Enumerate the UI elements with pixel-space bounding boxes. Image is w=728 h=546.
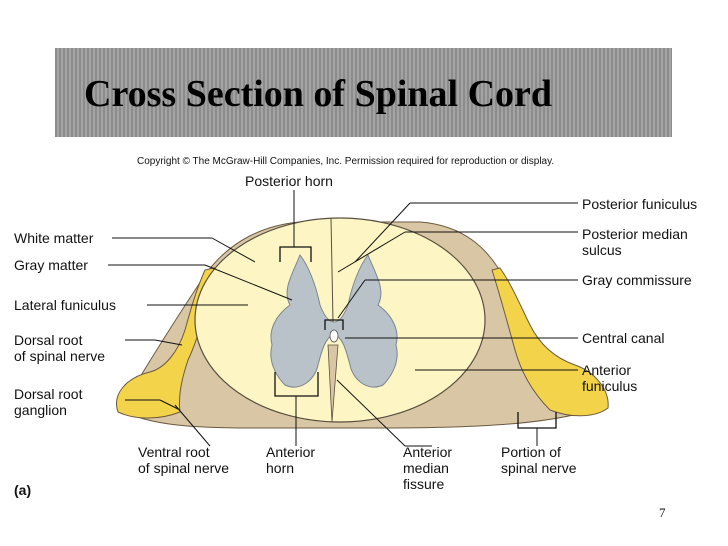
label-anterior-funiculus: Anterior funiculus: [582, 362, 637, 394]
central-canal: [329, 329, 339, 343]
figure-label: (a): [14, 482, 32, 498]
label-posterior-median-line1: Posterior median: [582, 226, 688, 242]
label-dorsal-ganglion-line1: Dorsal root: [14, 386, 83, 402]
label-white-matter: White matter: [14, 230, 94, 246]
label-dorsal-root-ganglion: Dorsal root ganglion: [14, 386, 82, 418]
slide-title: Cross Section of Spinal Cord: [84, 73, 553, 115]
label-anterior-funiculus-line1: Anterior: [582, 362, 632, 378]
label-anterior-median-fissure: Anterior median fissure: [403, 444, 452, 492]
title-bar: Cross Section of Spinal Cord: [55, 48, 672, 137]
label-central-canal: Central canal: [582, 330, 665, 346]
label-lateral-funiculus: Lateral funiculus: [14, 297, 116, 313]
label-dorsal-root-line2: of spinal nerve: [14, 348, 106, 364]
label-anterior-median-line3: fissure: [403, 476, 445, 492]
copyright-notice: Copyright © The McGraw-Hill Companies, I…: [137, 156, 555, 167]
label-portion-line2: spinal nerve: [501, 460, 577, 476]
label-ventral-root-line1: Ventral root: [138, 444, 210, 460]
label-gray-matter: Gray matter: [14, 257, 88, 273]
label-anterior-median-line2: median: [403, 460, 449, 476]
page-number: 7: [659, 505, 666, 520]
label-portion-line1: Portion of: [501, 444, 561, 460]
label-dorsal-ganglion-line2: ganglion: [14, 402, 67, 418]
label-posterior-funiculus: Posterior funiculus: [582, 196, 698, 212]
label-anterior-horn-line2: horn: [266, 460, 295, 476]
label-posterior-median-line2: sulcus: [582, 242, 622, 258]
label-anterior-horn: Anterior horn: [266, 444, 315, 476]
right-spinal-nerve: [491, 267, 609, 417]
label-dorsal-root: Dorsal root of spinal nerve: [14, 332, 105, 364]
label-portion-of-spinal-nerve: Portion of spinal nerve: [501, 444, 577, 476]
label-dorsal-root-line1: Dorsal root: [14, 332, 83, 348]
leader-lines: [108, 190, 578, 447]
gray-matter: [270, 254, 398, 388]
label-ventral-root-line2: of spinal nerve: [138, 460, 230, 476]
label-anterior-funiculus-line2: funiculus: [582, 378, 638, 394]
label-anterior-median-line1: Anterior: [403, 444, 453, 460]
label-posterior-horn: Posterior horn: [245, 173, 333, 189]
label-ventral-root: Ventral root of spinal nerve: [138, 444, 229, 476]
central-canal-bracket: [324, 319, 344, 330]
label-gray-commissure: Gray commissure: [582, 272, 692, 288]
posterior-median-sulcus-line: [330, 217, 334, 323]
left-spinal-nerve: [116, 267, 215, 419]
label-posterior-median-sulcus: Posterior median sulcus: [582, 226, 688, 258]
posterior-horn-bracket: [279, 246, 312, 262]
label-anterior-horn-line1: Anterior: [266, 444, 316, 460]
anterior-median-fissure-shape: [327, 344, 339, 423]
